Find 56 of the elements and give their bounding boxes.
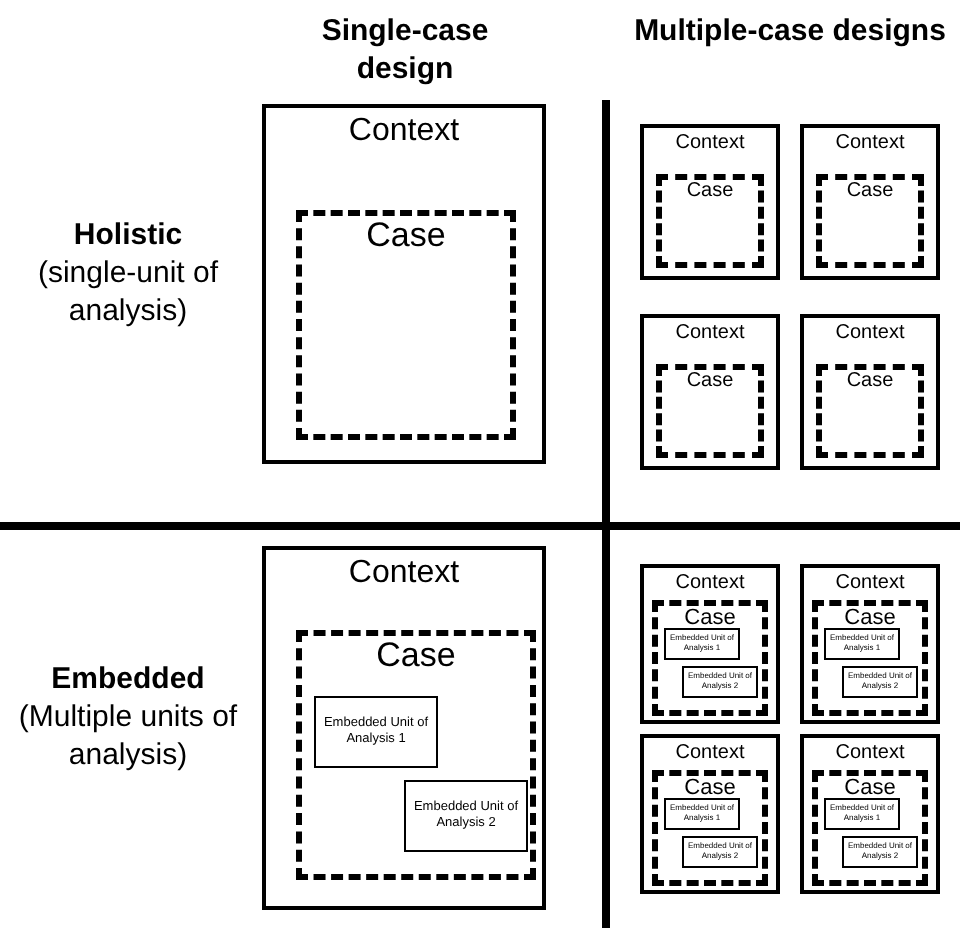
context-box: [800, 564, 940, 724]
case-label: Case: [844, 606, 896, 633]
case-label: Case: [686, 370, 734, 394]
unit-box: [404, 780, 528, 852]
context-label: Context: [835, 742, 905, 766]
case-dashed-box: [652, 770, 768, 886]
context-label: Context: [348, 112, 460, 151]
context-box: [640, 314, 780, 470]
column-heading: Multiple-case designs: [632, 12, 948, 50]
case-label: Case: [844, 776, 896, 803]
context-box: [800, 734, 940, 894]
context-label: Context: [348, 554, 460, 593]
context-label: Context: [835, 572, 905, 596]
context-label: Context: [835, 132, 905, 156]
unit-box: [682, 666, 758, 698]
unit-box: [842, 666, 918, 698]
column-heading: Single-case design: [319, 12, 491, 88]
context-label: Context: [835, 322, 905, 346]
case-label: Case: [366, 216, 446, 257]
context-label: Context: [675, 322, 745, 346]
case-label: Case: [686, 180, 734, 204]
context-box: [262, 546, 546, 910]
case-dashed-box: [296, 630, 536, 880]
unit-box: [842, 836, 918, 868]
case-dashed-box: [816, 364, 924, 458]
case-dashed-box: [296, 210, 516, 440]
row-heading: Embedded: [49, 660, 207, 698]
context-box: [262, 104, 546, 464]
unit-box: [824, 798, 900, 830]
case-dashed-box: [652, 600, 768, 716]
case-label: Case: [846, 180, 894, 204]
unit-box: [682, 836, 758, 868]
case-label: Case: [376, 636, 456, 677]
unit-box: [664, 798, 740, 830]
context-label: Context: [675, 572, 745, 596]
unit-box: [664, 628, 740, 660]
unit-box: [314, 696, 438, 768]
context-box: [640, 564, 780, 724]
context-box: [800, 124, 940, 280]
row-subheading: (Multiple units of analysis): [16, 698, 240, 774]
case-label: Case: [684, 776, 736, 803]
case-label: Case: [684, 606, 736, 633]
context-box: [640, 734, 780, 894]
case-dashed-box: [812, 600, 928, 716]
case-dashed-box: [656, 174, 764, 268]
case-label: Case: [846, 370, 894, 394]
context-box: [640, 124, 780, 280]
context-label: Context: [675, 742, 745, 766]
row-subheading: (single-unit of analysis): [35, 254, 221, 330]
case-dashed-box: [812, 770, 928, 886]
context-label: Context: [675, 132, 745, 156]
row-heading: Holistic: [71, 216, 185, 254]
context-box: [800, 314, 940, 470]
case-dashed-box: [816, 174, 924, 268]
unit-box: [824, 628, 900, 660]
case-dashed-box: [656, 364, 764, 458]
